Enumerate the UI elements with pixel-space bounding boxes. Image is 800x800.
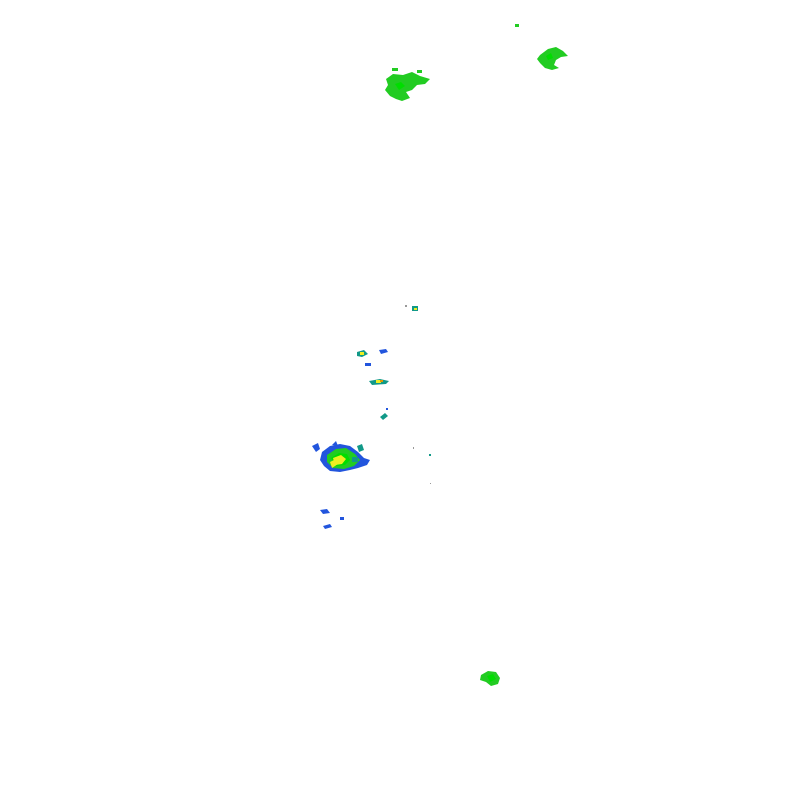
echo-tiny-northeast (515, 24, 519, 27)
echo-north-east (537, 47, 568, 70)
echo-specks (413, 447, 431, 484)
echo-mid-b (357, 349, 388, 366)
echo-mid-d (380, 408, 388, 420)
echo-south-a (320, 509, 344, 520)
echo-mid-c (369, 379, 389, 385)
echo-south-b (323, 524, 332, 529)
echo-core (312, 441, 370, 472)
echo-mid-a (405, 305, 418, 311)
echo-far-south (480, 671, 500, 686)
echo-north-center (385, 68, 430, 101)
